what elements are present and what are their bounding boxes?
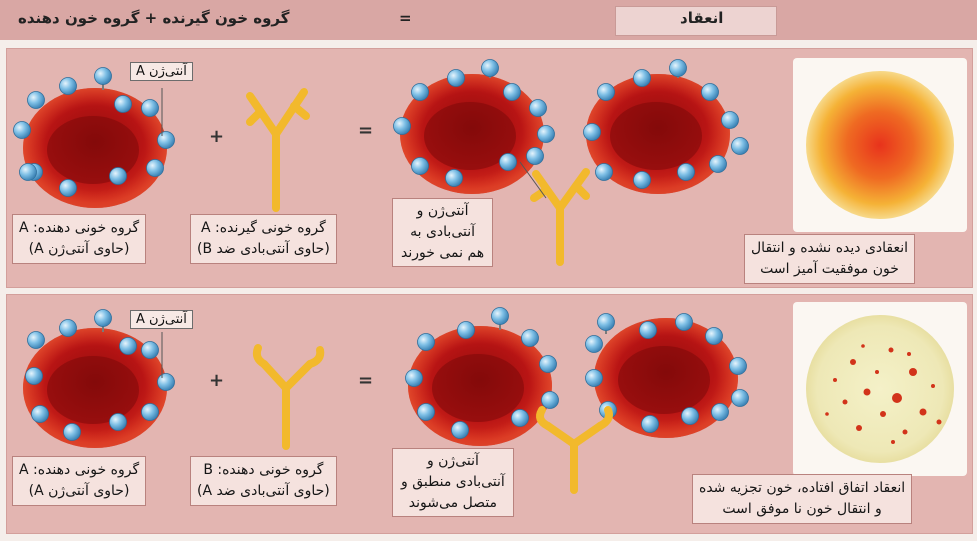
row2-donor-line1: گروه خونی دهنده: A xyxy=(19,460,139,481)
row1-result-line2: آنتی‌بادی به xyxy=(401,222,484,243)
row1-plus: + xyxy=(209,126,224,147)
row1-equals: = xyxy=(358,120,373,141)
row2-result-line2: آنتی‌بادی منطبق و xyxy=(401,472,505,493)
row1-result-line3: هم نمی خورند xyxy=(401,243,484,264)
row2-result-label: آنتی‌ژن و آنتی‌بادی منطبق و متصل می‌شوند xyxy=(392,448,514,517)
row2-outcome-label: انعقاد اتفاق افتاده، خون تجزیه شده و انت… xyxy=(692,474,912,524)
header-agglutination: انعقاد xyxy=(680,9,723,27)
row2-plate xyxy=(793,302,967,476)
header-bar: گروه خون گیرنده + گروه خون دهنده = انعقا… xyxy=(0,0,977,40)
row2-antibody xyxy=(248,340,338,460)
row1-antigen-tag: آنتی‌ژن A xyxy=(130,62,193,81)
row2-antigen-tag: آنتی‌ژن A xyxy=(130,310,193,329)
row2-outcome-line1: انعقاد اتفاق افتاده، خون تجزیه شده xyxy=(699,478,905,499)
row1-donor-line2: (حاوی آنتی‌ژن A) xyxy=(19,239,139,260)
row1-outcome-label: انعقادی دیده نشده و انتقال خون موفقیت آم… xyxy=(744,234,915,284)
row2-recipient-label: گروه خونی دهنده: B (حاوی آنتی‌بادی ضد A) xyxy=(190,456,337,506)
row2-result-line3: متصل می‌شوند xyxy=(401,493,505,514)
row1-result-line1: آنتی‌ژن و xyxy=(401,201,484,222)
row2-result-line1: آنتی‌ژن و xyxy=(401,451,505,472)
row2-plus: + xyxy=(209,370,224,391)
row2-donor-line2: (حاوی آنتی‌ژن A) xyxy=(19,481,139,502)
row1-result-label: آنتی‌ژن و آنتی‌بادی به هم نمی خورند xyxy=(392,198,493,267)
row1-antibody xyxy=(238,82,318,222)
row1-outcome-line2: خون موفقیت آمیز است xyxy=(751,259,908,280)
row1-recipient-line2: (حاوی آنتی‌بادی ضد B) xyxy=(197,239,330,260)
row2-outcome-line2: و انتقال خون نا موفق است xyxy=(699,499,905,520)
row2-donor-label: گروه خونی دهنده: A (حاوی آنتی‌ژن A) xyxy=(12,456,146,506)
row1-plate xyxy=(793,58,967,232)
row2-recipient-line2: (حاوی آنتی‌بادی ضد A) xyxy=(197,481,330,502)
row2-recipient-line1: گروه خونی دهنده: B xyxy=(197,460,330,481)
row1-donor-line1: گروه خونی دهنده: A xyxy=(19,218,139,239)
row1-recipient-line1: گروه خونی گیرنده: A xyxy=(197,218,330,239)
header-donor-recipient: گروه خون گیرنده + گروه خون دهنده xyxy=(18,9,289,27)
row1-donor-label: گروه خونی دهنده: A (حاوی آنتی‌ژن A) xyxy=(12,214,146,264)
row1-recipient-label: گروه خونی گیرنده: A (حاوی آنتی‌بادی ضد B… xyxy=(190,214,337,264)
header-equals: = xyxy=(399,9,412,27)
row1-outcome-line1: انعقادی دیده نشده و انتقال xyxy=(751,238,908,259)
row2-equals: = xyxy=(358,370,373,391)
